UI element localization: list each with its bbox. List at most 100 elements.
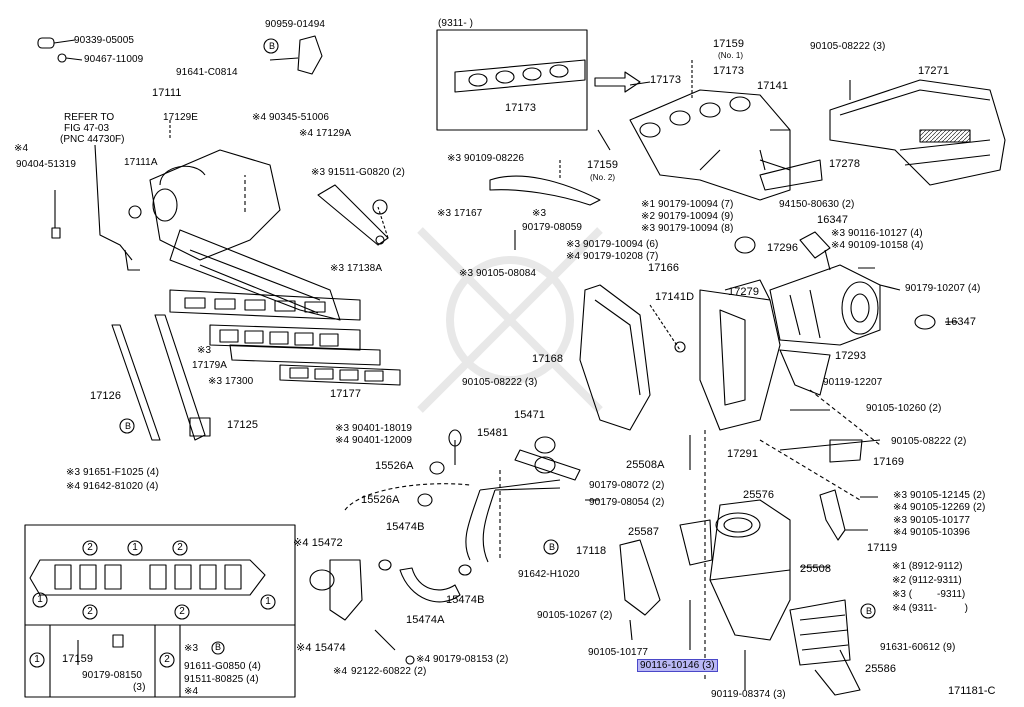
label-90105-10267[interactable]: 90105-10267 (2) [537,610,613,621]
label-17118[interactable]: 17118 [576,545,607,557]
label-15472[interactable]: ※4 15472 [293,537,343,549]
label-17293[interactable]: 17293 [835,350,867,362]
label-15526A[interactable]: 15526A [375,460,414,472]
label-90105-08222-mid[interactable]: 90105-08222 (3) [462,377,538,388]
label-17141[interactable]: 17141 [757,80,789,92]
label-17300[interactable]: ※3 17300 [208,376,254,387]
label-91641-C0814[interactable]: 91641-C0814 [176,67,238,78]
label-90116-10146-highlighted[interactable]: 90116-10146 (3) [637,659,718,672]
turbocharger [769,264,881,346]
label-90105-10260[interactable]: 90105-10260 (2) [866,403,942,414]
label-15526A-2[interactable]: 15526A [361,494,400,506]
label-90116-10127[interactable]: ※3 90116-10127 (4) [831,228,923,239]
label-94150-80630[interactable]: 94150-80630 (2) [779,199,855,210]
label-17138A[interactable]: ※3 17138A [330,263,383,274]
label-90105-12145[interactable]: ※3 90105-12145 (2) [893,490,986,501]
label-90179-08150[interactable]: 90179-08150 [82,670,143,681]
label-90105-08084[interactable]: ※3 90105-08084 [459,268,537,279]
label-90179-08153[interactable]: ※4 90179-08153 (2) [416,654,509,665]
label-90119-08374[interactable]: 90119-08374 (3) [711,689,786,700]
label-92122-60822[interactable]: 92122-60822 (2) [351,666,427,677]
label-15474B[interactable]: 15474B [386,521,425,533]
label-91642-H1020[interactable]: 91642-H1020 [518,569,580,580]
label-17278[interactable]: 17278 [829,158,861,170]
label-17173-2[interactable]: 17173 [713,65,745,77]
label-17126[interactable]: 17126 [90,390,122,402]
label-91631-60612[interactable]: 91631-60612 (9) [880,642,956,653]
label-90401-18019[interactable]: ※3 90401-18019 [335,423,413,434]
label-90105-10177-r[interactable]: ※3 90105-10177 [893,515,971,526]
label-17296[interactable]: 17296 [767,242,799,254]
label-15481[interactable]: 15481 [477,427,509,439]
label-90179-10094-9[interactable]: ※2 90179-10094 (9) [641,211,734,222]
label-25508A[interactable]: 25508A [626,459,665,471]
label-17166[interactable]: 17166 [648,262,680,274]
label-90404-51319[interactable]: 90404-51319 [16,159,77,170]
label-17111[interactable]: 17111 [152,87,182,99]
label-17168[interactable]: 17168 [532,353,564,365]
label-91651-F1025[interactable]: ※3 91651-F1025 (4) [66,467,160,478]
label-90179-08054[interactable]: 90179-08054 (2) [589,497,665,508]
insulator-17168 [579,284,651,431]
label-17169[interactable]: 17169 [873,456,905,468]
label-90401-12009[interactable]: ※4 90401-12009 [335,435,413,446]
label-17173[interactable]: 17173 [650,74,682,86]
label-17159-no1[interactable]: 17159 [713,38,745,50]
label-15474[interactable]: ※4 15474 [296,642,346,654]
label-91511-G0820[interactable]: ※3 91511-G0820 (2) [311,167,405,178]
label-15474A[interactable]: 15474A [406,614,445,626]
label-90105-10177[interactable]: 90105-10177 [588,647,649,658]
label-90179-08059[interactable]: 90179-08059 [522,222,583,233]
label-16347[interactable]: 16347 [817,214,849,226]
label-91511-80825[interactable]: 91511-80825 (4) [184,674,259,685]
label-15471[interactable]: 15471 [514,409,546,421]
label-17119[interactable]: 17119 [867,542,898,554]
b-circle-label: B [548,542,555,552]
label-90467-11009[interactable]: 90467-11009 [84,54,144,65]
label-91642-81020[interactable]: ※4 91642-81020 (4) [66,481,159,492]
label-90179-10094-6[interactable]: ※3 90179-10094 (6) [566,239,659,250]
label-17167[interactable]: ※3 17167 [437,208,483,219]
label-90179-10208[interactable]: ※4 90179-10208 (7) [566,251,659,262]
label-90105-08222-right[interactable]: 90105-08222 (2) [891,436,967,447]
label-17111A[interactable]: 17111A [124,157,158,168]
label-16347-2[interactable]: 16347 [945,316,977,328]
gasket-row-2: 2 [164,654,170,665]
label-90109-10158[interactable]: ※4 90109-10158 (4) [831,240,924,251]
label-90345-51006[interactable]: ※4 90345-51006 [252,112,330,123]
label-90179-10094-7[interactable]: ※1 90179-10094 (7) [641,199,734,210]
label-90179-10094-8[interactable]: ※3 90179-10094 (8) [641,223,734,234]
label-90119-12207[interactable]: 90119-12207 [823,377,883,388]
label-17177[interactable]: 17177 [330,388,362,400]
label-25586[interactable]: 25586 [865,663,897,675]
label-90109-08226[interactable]: ※3 90109-08226 [447,153,525,164]
label-17173-small[interactable]: 17173 [505,102,537,114]
label-90179-08072[interactable]: 90179-08072 (2) [589,480,665,491]
label-90959-01494[interactable]: 90959-01494 [265,19,326,30]
label-17141D[interactable]: 17141D [655,291,695,303]
label-90105-12269[interactable]: ※4 90105-12269 (2) [893,502,986,513]
exhaust-manifold [629,89,791,201]
label-17129A[interactable]: ※4 17129A [299,128,352,139]
label-90179-10207[interactable]: 90179-10207 (4) [905,283,981,294]
label-17291[interactable]: 17291 [727,448,759,460]
gasket-row-1: 1 [34,654,40,665]
label-25508[interactable]: 25508 [800,563,832,575]
label-17129E[interactable]: 17129E [163,112,199,123]
label-91611-G0850[interactable]: 91611-G0850 (4) [184,661,261,672]
label-90105-08222-top[interactable]: 90105-08222 (3) [810,41,886,52]
label-17271[interactable]: 17271 [918,65,950,77]
label-17159-box[interactable]: 17159 [62,653,94,665]
label-90105-10396[interactable]: ※4 90105-10396 [893,527,971,538]
watermark [417,227,603,413]
b-circle-label: B [268,41,275,51]
label-25576[interactable]: 25576 [743,489,775,501]
label-17179A-mark: ※3 [197,345,212,356]
label-17125[interactable]: 17125 [227,419,259,431]
label-17159-no2[interactable]: 17159 [587,159,619,171]
label-90339-05005[interactable]: 90339-05005 [74,35,135,46]
label-17179A[interactable]: 17179A [192,360,228,371]
label-17279[interactable]: 17279 [728,286,760,298]
label-15474B-2[interactable]: 15474B [446,594,485,606]
label-25587[interactable]: 25587 [628,526,660,538]
